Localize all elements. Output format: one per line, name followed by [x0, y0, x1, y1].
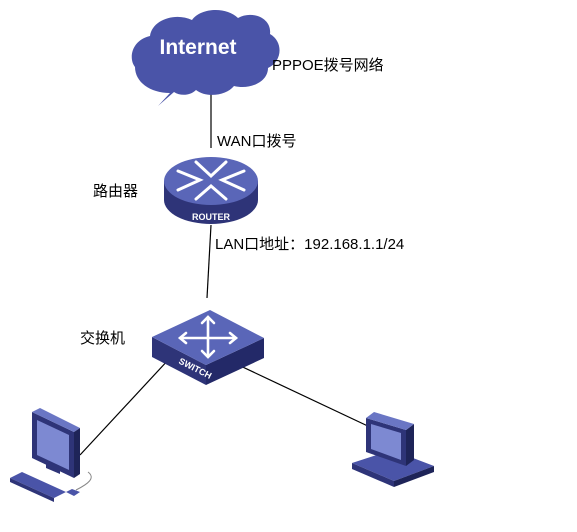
link-switch-pc-right	[231, 361, 373, 429]
pppoe-network-label: PPPOE拨号网络	[272, 57, 384, 74]
link-switch-pc-left	[79, 357, 171, 456]
router-icon: ROUTER	[164, 157, 258, 224]
switch-label: 交换机	[80, 330, 126, 347]
pc-icon	[352, 412, 434, 487]
router-badge: ROUTER	[192, 212, 231, 222]
lan-address-label: LAN口地址：192.168.1.1/24	[215, 236, 405, 253]
cloud-icon: Internet	[131, 9, 280, 106]
router-label: 路由器	[93, 183, 139, 200]
internet-label: Internet	[159, 36, 236, 59]
switch-icon: SWITCH	[152, 310, 264, 385]
wan-port-label: WAN口拨号	[217, 133, 297, 150]
link-router-switch	[206, 224, 212, 299]
pc-icon	[10, 408, 92, 502]
